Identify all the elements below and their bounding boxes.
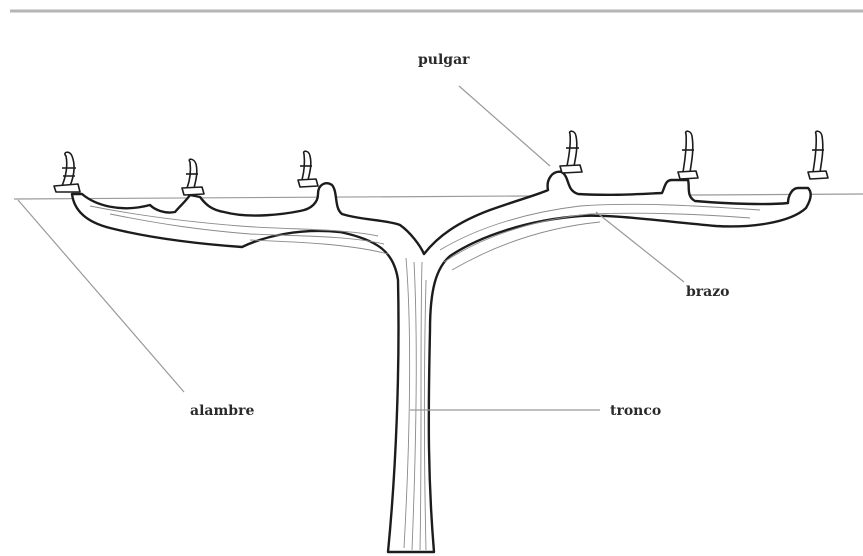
grain-trunk-4 <box>424 279 427 551</box>
grain-left-2 <box>109 213 385 245</box>
leader-pulgar <box>458 85 551 167</box>
leader-brazo <box>595 211 685 283</box>
shoot-1 <box>53 151 81 193</box>
grain-right-3 <box>451 221 601 271</box>
label-brazo: brazo <box>686 284 730 300</box>
grain-right-2 <box>443 212 751 263</box>
shoot-3 <box>297 150 319 188</box>
shoot-5 <box>677 130 699 180</box>
spur-shoots <box>53 130 829 196</box>
grain-trunk-3 <box>419 261 423 551</box>
label-alambre: alambre <box>190 403 254 419</box>
shoot-6 <box>807 130 829 180</box>
grain-trunk-2 <box>411 261 417 551</box>
vine-silhouette <box>70 170 812 554</box>
shoot-2 <box>181 158 205 196</box>
grain-left-1 <box>89 205 379 237</box>
leader-alambre <box>17 199 185 393</box>
grain-trunk-1 <box>403 257 411 549</box>
leader-lines <box>17 85 685 411</box>
label-pulgar: pulgar <box>418 52 470 68</box>
grain-right-1 <box>439 203 761 251</box>
shoot-4 <box>559 130 583 174</box>
vine-outline <box>70 170 812 554</box>
grain-left-3 <box>249 239 389 255</box>
label-tronco: tronco <box>610 403 661 419</box>
trellis-wire <box>13 193 863 200</box>
